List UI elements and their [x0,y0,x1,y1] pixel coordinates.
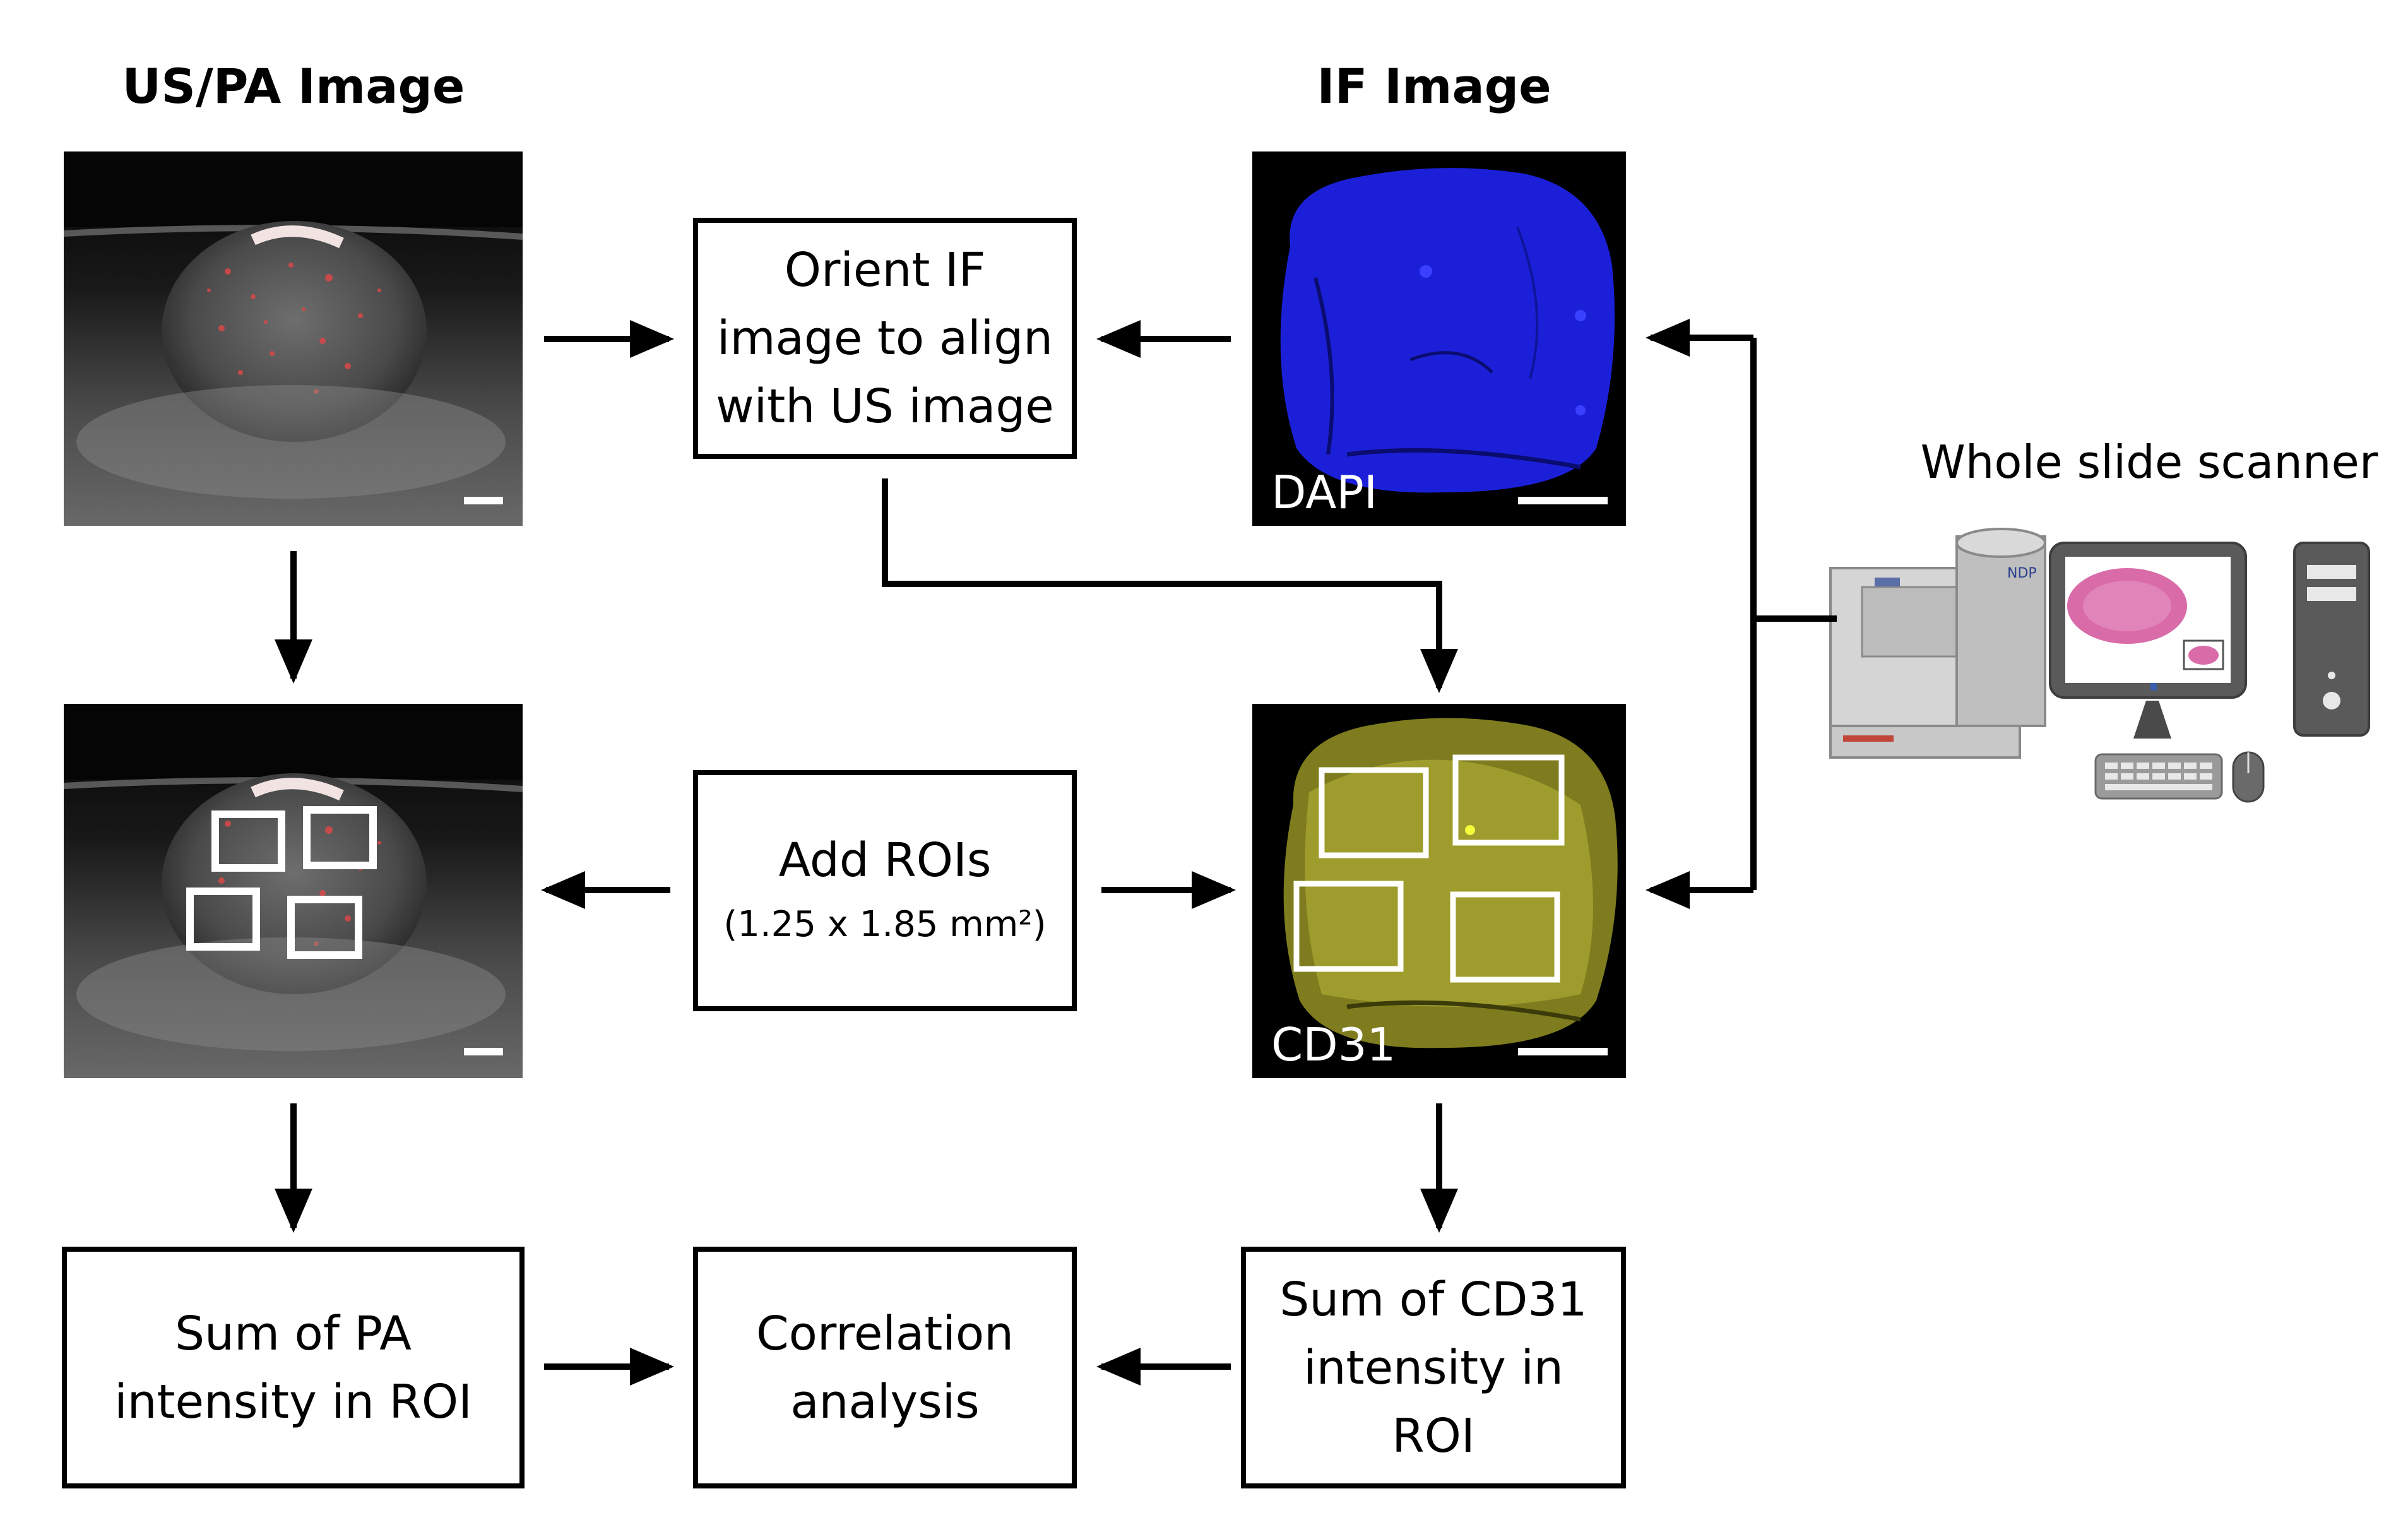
sum-pa-line-2: intensity in ROI [114,1374,472,1429]
uspa-roi-graphic [64,704,523,1078]
sum-pa-box: Sum of PA intensity in ROI [62,1247,525,1488]
dapi-graphic [1252,151,1626,526]
add-rois-line-1: Add ROIs [778,833,992,888]
monitor-icon [2049,542,2247,739]
correlation-box: Correlation analysis [693,1247,1077,1488]
cd31-roi-1 [1319,767,1429,858]
orient-line-3: with US image [716,379,1054,434]
orient-line-1: Orient IF [784,243,986,297]
correlation-line-2: analysis [790,1374,980,1429]
uspa-roi-4 [287,896,362,959]
if-image-heading: IF Image [1317,58,1551,114]
mouse-icon [2232,751,2265,803]
add-rois-box: Add ROIs (1.25 x 1.85 mm²) [693,770,1077,1011]
dapi-scale-bar [1518,497,1608,504]
cd31-scale-bar [1518,1048,1608,1055]
uspa-roi-scale-bar [464,1048,503,1055]
uspa-roi-2 [303,806,377,869]
sum-cd31-line-1: Sum of CD31 [1279,1272,1587,1327]
dapi-label: DAPI [1271,466,1378,519]
uspa-image-graphic [64,151,523,526]
sum-pa-line-1: Sum of PA [175,1306,412,1361]
correlation-line-1: Correlation [756,1306,1014,1361]
computer-tower-icon [2293,542,2370,737]
cd31-roi-2 [1452,754,1565,846]
cd31-roi-4 [1450,891,1560,983]
scanner-title: Whole slide scanner [1920,436,2378,489]
arrow-orient-to-cd31 [882,478,1458,693]
uspa-roi-panel [64,704,523,1078]
orient-if-box: Orient IF image to align with US image [693,218,1077,459]
add-rois-line-2: (1.25 x 1.85 mm²) [723,904,1047,945]
scanner-device-icon: NDP [1829,528,2046,759]
sum-cd31-line-3: ROI [1392,1408,1475,1463]
whole-slide-scanner-illustration: NDP [1829,528,2370,803]
uspa-scale-bar [464,497,503,504]
cd31-label: CD31 [1271,1018,1396,1071]
orient-line-2: image to align [716,311,1053,365]
sum-cd31-line-2: intensity in [1303,1340,1563,1395]
keyboard-icon [2094,753,2223,800]
uspa-roi-1 [211,811,285,872]
cd31-panel [1252,704,1626,1078]
uspa-image-panel [64,151,523,526]
sum-cd31-box: Sum of CD31 intensity in ROI [1241,1247,1626,1488]
dapi-panel [1252,151,1626,526]
cd31-graphic [1252,704,1626,1078]
scanner-brand-label: NDP [2007,566,2037,581]
uspa-image-heading: US/PA Image [122,58,465,114]
uspa-roi-3 [186,888,260,951]
cd31-roi-3 [1293,881,1404,972]
